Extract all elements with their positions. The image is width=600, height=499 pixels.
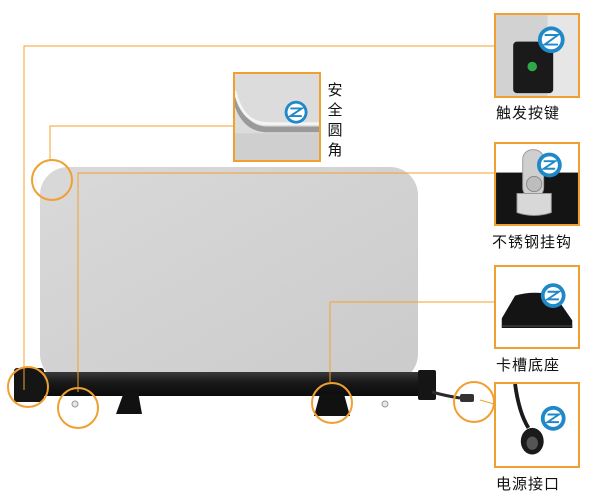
display-board xyxy=(40,167,418,382)
power-port-label: 电源接口 xyxy=(496,475,561,493)
leader-lines xyxy=(23,45,495,405)
left-screw xyxy=(71,400,79,408)
left-foot xyxy=(116,392,142,414)
brand-logo-icon xyxy=(540,283,566,308)
power-plug xyxy=(460,394,474,402)
base-highlight xyxy=(311,382,353,424)
safe-corner-label: 安全圆角 xyxy=(327,81,343,159)
base-thumbnail xyxy=(494,265,580,349)
right-screw xyxy=(381,400,389,408)
brand-logo-icon xyxy=(284,100,308,124)
power-cable xyxy=(431,390,461,400)
brand-logo-icon xyxy=(537,26,565,54)
right-foot xyxy=(314,394,350,416)
trigger-key-label: 触发按键 xyxy=(496,104,561,122)
right-end-cap xyxy=(418,370,436,400)
power-port-thumbnail xyxy=(494,382,580,468)
safe-corner-thumbnail xyxy=(233,72,321,162)
left-end-cap xyxy=(14,368,44,402)
hook-thumbnail xyxy=(494,142,580,226)
hook-highlight xyxy=(57,387,99,429)
trigger-key-highlight xyxy=(7,366,49,408)
bottom-rail xyxy=(20,372,432,396)
safe-corner-highlight xyxy=(31,159,73,201)
hook-label: 不锈钢挂钩 xyxy=(492,233,573,251)
brand-logo-icon xyxy=(537,152,562,178)
brand-logo-icon xyxy=(540,405,566,431)
trigger-key-thumbnail xyxy=(494,13,580,98)
base-label: 卡槽底座 xyxy=(496,356,561,374)
